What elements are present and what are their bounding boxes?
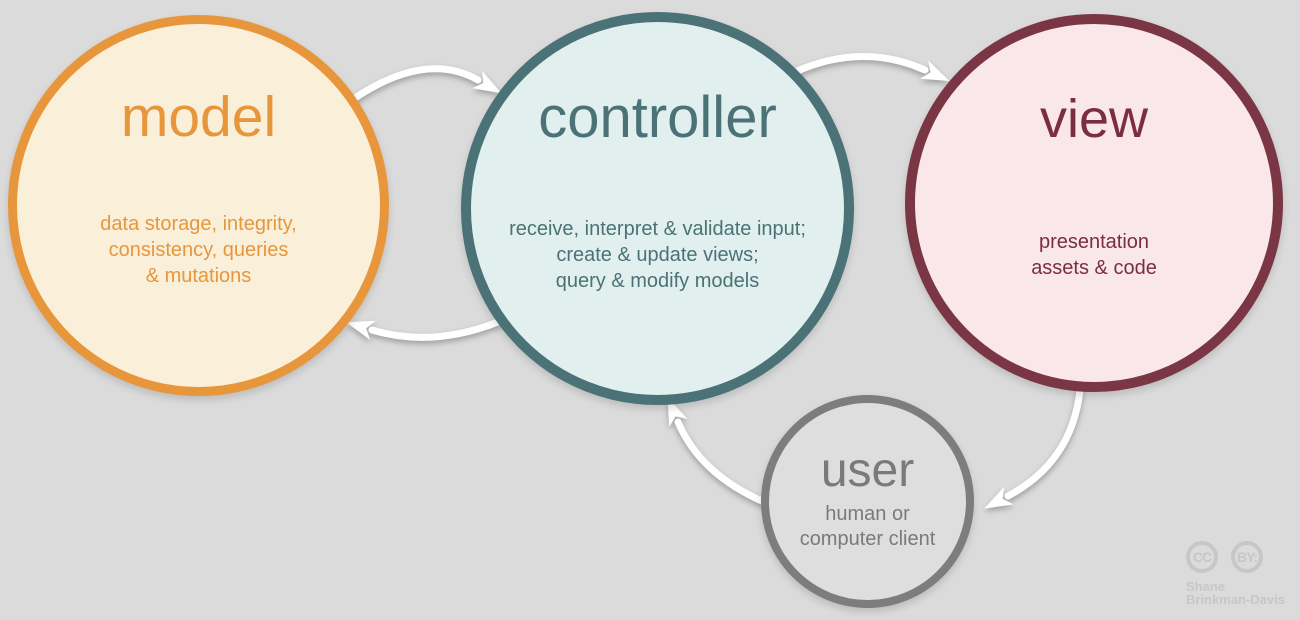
- arrow-controller-to-model: [346, 318, 502, 341]
- node-view-title: view: [1039, 89, 1149, 149]
- node-controller: controller receive, interpret & validate…: [461, 12, 854, 405]
- arrow-view-to-user: [984, 386, 1084, 509]
- arrow-user-to-controller: [667, 397, 768, 506]
- cc-attribution: CC BY: Shane Brinkman-Davis: [1186, 541, 1285, 606]
- node-model-title: model: [120, 85, 277, 149]
- node-view-description: presentation assets & code: [1031, 231, 1157, 279]
- author-name: Shane Brinkman-Davis: [1186, 579, 1285, 607]
- node-model-description: data storage, integrity, consistency, qu…: [100, 213, 297, 287]
- cc-by-icon: BY:: [1231, 541, 1263, 573]
- arrow-controller-to-view: [791, 53, 950, 81]
- node-controller-title: controller: [538, 85, 777, 150]
- node-user-title: user: [820, 444, 915, 497]
- node-user-description: human or computer client: [799, 503, 936, 550]
- node-view: view presentation assets & code: [905, 14, 1283, 392]
- arrow-model-to-controller: [348, 65, 502, 104]
- cc-icon: CC: [1186, 541, 1218, 573]
- cc-badges: CC BY:: [1186, 541, 1285, 573]
- node-model: model data storage, integrity, consisten…: [8, 15, 389, 396]
- node-user: user human or computer client: [761, 395, 974, 608]
- node-controller-description: receive, interpret & validate input; cre…: [509, 218, 806, 292]
